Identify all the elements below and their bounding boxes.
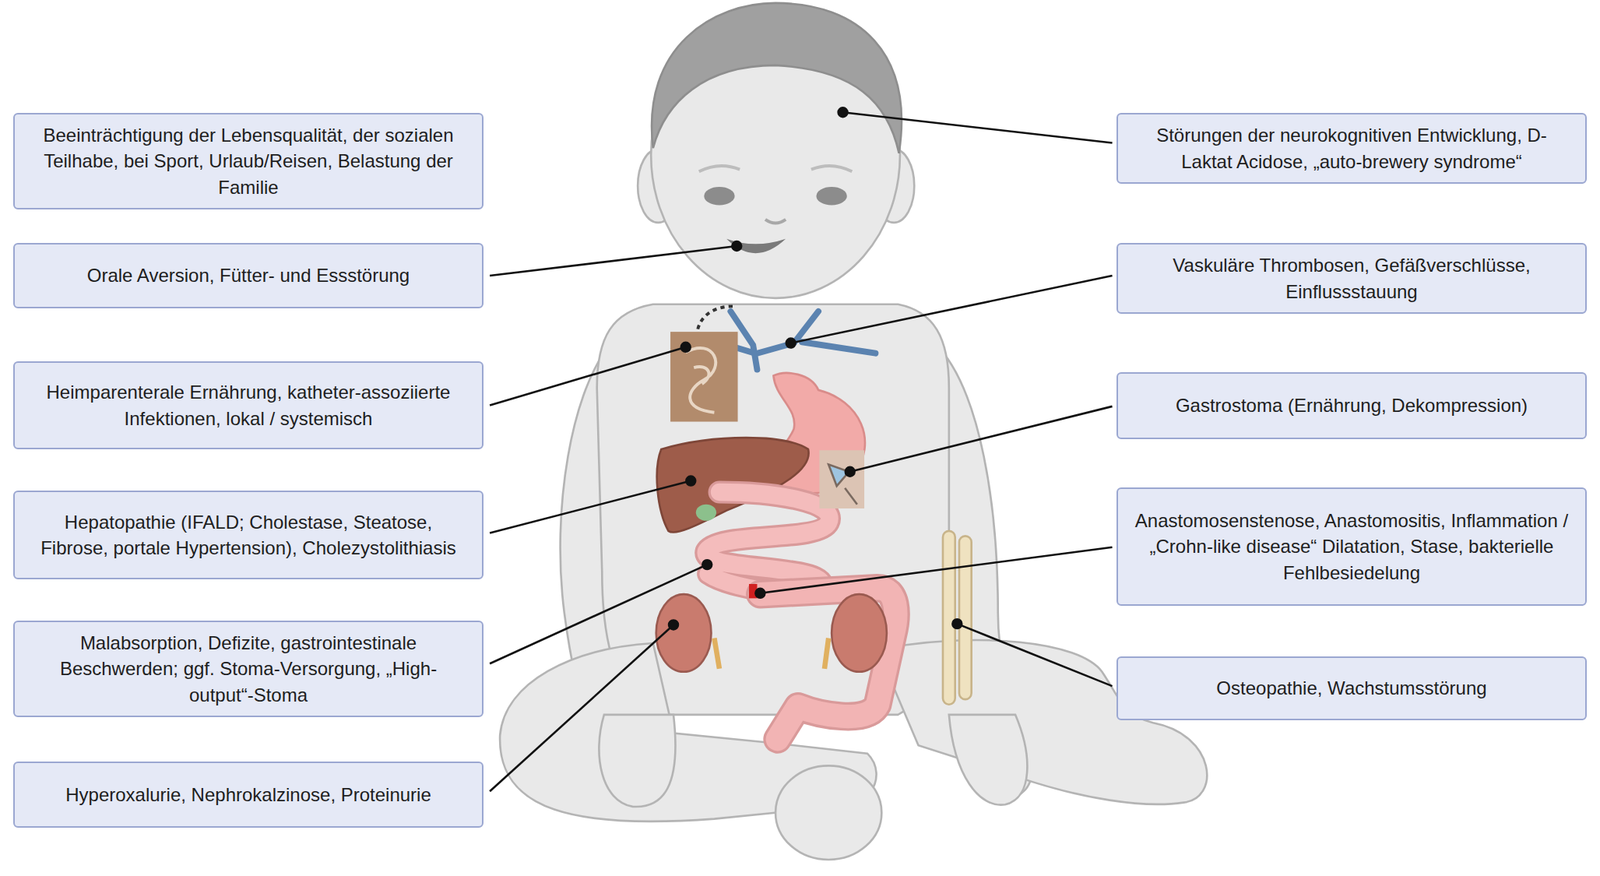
gallbladder	[696, 504, 717, 521]
vessels	[713, 311, 876, 370]
catheter-photo	[670, 331, 738, 422]
body	[499, 12, 1207, 860]
callout-text: Osteopathie, Wachstumsstörung	[1216, 675, 1487, 701]
right-hand	[949, 714, 1028, 806]
ureter	[713, 637, 829, 669]
callout-text: Beeinträchtigung der Lebensqualität, der…	[28, 122, 468, 200]
gastrostomy-photo	[819, 450, 865, 509]
callout-box: Malabsorption, Defizite, gastrointestina…	[13, 620, 484, 718]
radius	[942, 530, 956, 705]
kidney	[831, 594, 887, 672]
box-text: Anastomosenstenose, Anastomositis, Infla…	[1132, 507, 1572, 585]
leader-dot	[755, 588, 765, 598]
leader-line	[759, 547, 1112, 594]
photo	[819, 450, 865, 509]
box-text: Hepatopathie (IFALD; Cholestase, Steatos…	[28, 509, 468, 561]
face	[699, 165, 853, 254]
box-text: Osteopathie, Wachstumsstörung	[1216, 675, 1487, 701]
leader-dot	[786, 338, 796, 349]
brow	[699, 165, 853, 172]
leader-line	[489, 624, 674, 792]
leader-line	[956, 623, 1112, 686]
kidneys	[656, 594, 887, 672]
photo-detail	[685, 348, 717, 413]
mouth	[726, 239, 786, 254]
box-text: Heimparenterale Ernährung, katheter-asso…	[28, 379, 468, 431]
callout-text: Störungen der neurokognitiven Entwicklun…	[1132, 122, 1572, 174]
ulna	[959, 535, 972, 700]
hair	[651, 3, 902, 154]
leader-line	[791, 275, 1113, 344]
callout-text: Hepatopathie (IFALD; Cholestase, Steatos…	[28, 509, 468, 561]
callout-box: Beeinträchtigung der Lebensqualität, der…	[13, 112, 484, 210]
callout-text: Anastomosenstenose, Anastomositis, Infla…	[1132, 507, 1572, 585]
callout-box: Vaskuläre Thrombosen, Gefäßverschlüsse, …	[1116, 242, 1587, 314]
callout-box: Osteopathie, Wachstumsstörung	[1116, 656, 1587, 721]
leader-dot	[702, 559, 712, 570]
callout-box: Orale Aversion, Fütter- und Essstörung	[13, 242, 484, 309]
leader-lines	[489, 107, 1112, 792]
vein	[801, 341, 876, 353]
box-text: Hyperoxalurie, Nephrokalzinose, Proteinu…	[65, 781, 432, 808]
leader-dot	[845, 467, 855, 477]
photo-detail	[828, 464, 858, 505]
intestine	[706, 492, 897, 739]
leader-line	[489, 246, 737, 276]
vein	[756, 311, 819, 354]
callout-text: Malabsorption, Defizite, gastrointestina…	[28, 629, 468, 707]
box-text: Orale Aversion, Fütter- und Essstörung	[87, 262, 410, 289]
leader-line	[843, 112, 1113, 143]
callout-text: Vaskuläre Thrombosen, Gefäßverschlüsse, …	[1132, 252, 1572, 304]
leader-line	[489, 347, 686, 406]
photo	[670, 331, 738, 422]
eye	[703, 186, 735, 206]
leader-dot	[668, 620, 679, 630]
callout-text: Hyperoxalurie, Nephrokalzinose, Proteinu…	[65, 781, 432, 808]
leader-dot	[681, 342, 691, 352]
colon	[759, 587, 896, 739]
callout-box: Störungen der neurokognitiven Entwicklun…	[1116, 112, 1587, 184]
box-text: Malabsorption, Defizite, gastrointestina…	[28, 629, 468, 707]
box-text: Störungen der neurokognitiven Entwicklun…	[1132, 122, 1572, 174]
callout-box: Anastomosenstenose, Anastomositis, Infla…	[1116, 487, 1587, 606]
box-text: Beeinträchtigung der Lebensqualität, der…	[28, 122, 468, 200]
leader-dot	[952, 618, 962, 629]
bone	[942, 530, 972, 705]
box-text: Gastrostoma (Ernährung, Dekompression)	[1175, 392, 1528, 419]
colon-outline	[759, 587, 896, 739]
callout-box: Gastrostoma (Ernährung, Dekompression)	[1116, 372, 1587, 440]
leader-line	[489, 481, 691, 534]
callout-box: Hyperoxalurie, Nephrokalzinose, Proteinu…	[13, 761, 484, 828]
left-hand	[598, 714, 676, 807]
callout-text: Heimparenterale Ernährung, katheter-asso…	[28, 379, 468, 431]
leader-dot	[731, 241, 742, 251]
callout-text: Orale Aversion, Fütter- und Essstörung	[87, 262, 410, 289]
box-text: Vaskuläre Thrombosen, Gefäßverschlüsse, …	[1132, 252, 1572, 304]
left-foot	[775, 765, 882, 860]
leader-line	[489, 564, 707, 664]
callout-text: Gastrostoma (Ernährung, Dekompression)	[1175, 392, 1528, 419]
callout-box: Heimparenterale Ernährung, katheter-asso…	[13, 361, 484, 450]
leader-dot	[685, 476, 696, 486]
eye	[815, 186, 847, 206]
leader-dot	[838, 107, 848, 117]
nose	[765, 219, 786, 224]
callout-box: Hepatopathie (IFALD; Cholestase, Steatos…	[13, 490, 484, 580]
leader-line	[850, 406, 1113, 472]
